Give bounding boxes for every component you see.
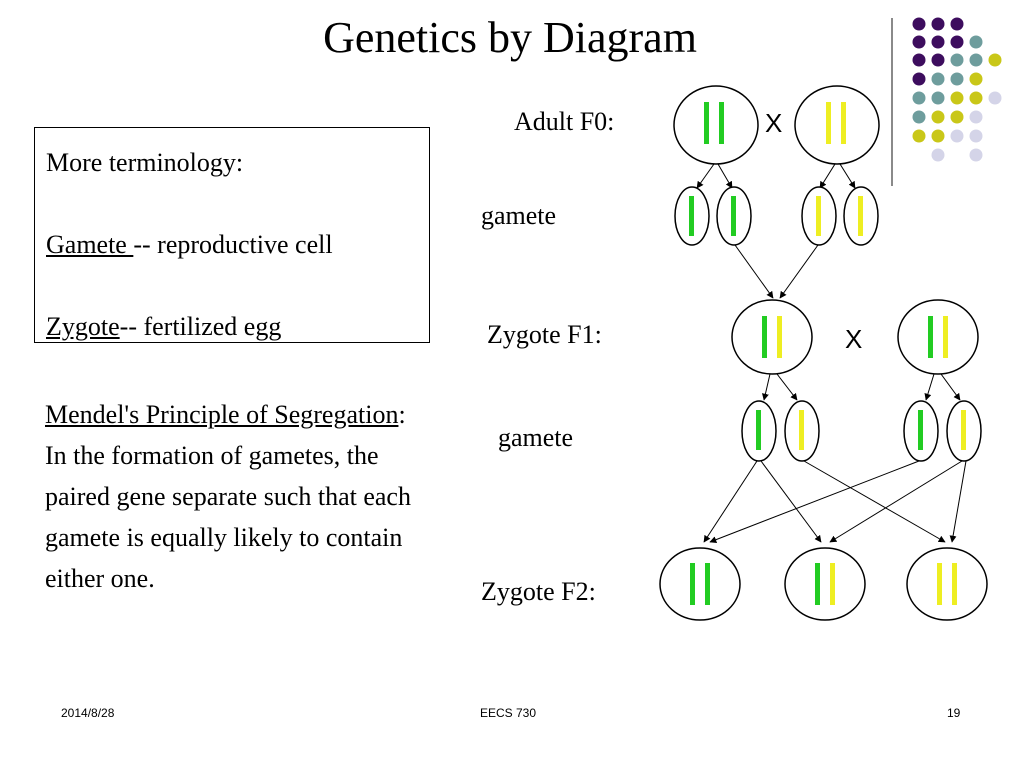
- gamete-term: Gamete: [46, 230, 134, 259]
- footer-page-number: 19: [947, 706, 961, 720]
- zygote-f2-yellow-yellow: [906, 547, 988, 621]
- terminology-box: More terminology: Gamete -- reproductive…: [34, 127, 430, 343]
- mendel-principle-text: : In the formation of gametes, the paire…: [45, 400, 411, 593]
- zygote-f2-green-yellow: [784, 547, 866, 621]
- gamete-f0-green-2: [716, 186, 752, 246]
- slide-title: Genetics by Diagram: [323, 13, 697, 62]
- zygote-text: -- fertilized egg: [119, 312, 282, 341]
- adult-f0-yellow-cell: [794, 85, 880, 165]
- zygote-f1-label: Zygote F1:: [487, 320, 602, 349]
- gamete-text: -- reproductive cell: [133, 230, 333, 259]
- gamete-label-2: gamete: [498, 423, 574, 452]
- cross-symbol-f0: X: [765, 108, 783, 138]
- gamete-f0-green-1: [674, 186, 710, 246]
- gamete-label-1: gamete: [481, 201, 557, 230]
- gamete-definition: Gamete -- reproductive cell: [46, 224, 429, 265]
- mendel-principle-term: Mendel's Principle of Segregation: [45, 400, 399, 429]
- footer-date: 2014/8/28: [61, 706, 115, 720]
- zygote-definition: Zygote-- fertilized egg: [46, 306, 429, 347]
- decorative-dot-pattern: [912, 17, 1002, 162]
- mendel-principle-paragraph: Mendel's Principle of Segregation: In th…: [45, 394, 430, 599]
- gamete-f1-green-1: [741, 400, 777, 462]
- adult-f0-label: Adult F0:: [514, 107, 615, 136]
- zygote-f2-green-green: [659, 547, 741, 621]
- adult-f0-green-cell: [673, 85, 759, 165]
- gamete-f1-yellow-1: [784, 400, 820, 462]
- zygote-term: Zygote: [46, 312, 120, 341]
- footer-course: EECS 730: [480, 706, 537, 720]
- terminology-heading: More terminology:: [46, 148, 244, 177]
- gamete-f0-yellow-2: [843, 186, 879, 246]
- gamete-f1-yellow-2: [946, 400, 982, 462]
- zygote-f2-label: Zygote F2:: [481, 577, 596, 606]
- zygote-f1-left: [731, 299, 813, 375]
- gamete-f0-yellow-1: [801, 186, 837, 246]
- divider-line: [891, 18, 893, 186]
- gamete-f1-green-2: [903, 400, 939, 462]
- cross-symbol-f1: X: [845, 324, 863, 354]
- zygote-f1-right: [897, 299, 979, 375]
